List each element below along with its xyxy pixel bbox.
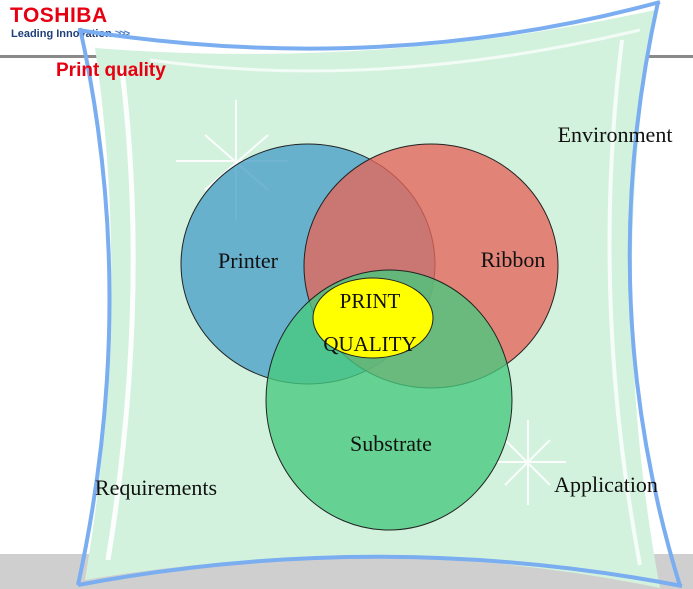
application-label: Application bbox=[554, 472, 658, 497]
substrate-label: Substrate bbox=[350, 431, 432, 456]
requirements-label: Requirements bbox=[95, 475, 217, 500]
page-title: Print quality bbox=[56, 60, 166, 81]
ribbon-label: Ribbon bbox=[481, 247, 546, 272]
frame-bottom bbox=[77, 554, 683, 588]
center-label-line2: QUALITY bbox=[323, 332, 416, 356]
environment-label: Environment bbox=[558, 122, 673, 147]
toshiba-logo: TOSHIBA bbox=[10, 4, 108, 27]
print-quality-center bbox=[312, 277, 434, 359]
frame-highlight-right bbox=[607, 39, 642, 566]
frame-left bbox=[76, 27, 112, 586]
printer-label: Printer bbox=[218, 248, 279, 273]
frame-highlight-left bbox=[105, 69, 136, 561]
sparkle-icon bbox=[490, 420, 566, 505]
frame-highlight-top bbox=[149, 28, 641, 73]
frame-top bbox=[77, 0, 661, 51]
center-label-line1: PRINT bbox=[340, 289, 401, 313]
frame-right bbox=[627, 1, 682, 587]
